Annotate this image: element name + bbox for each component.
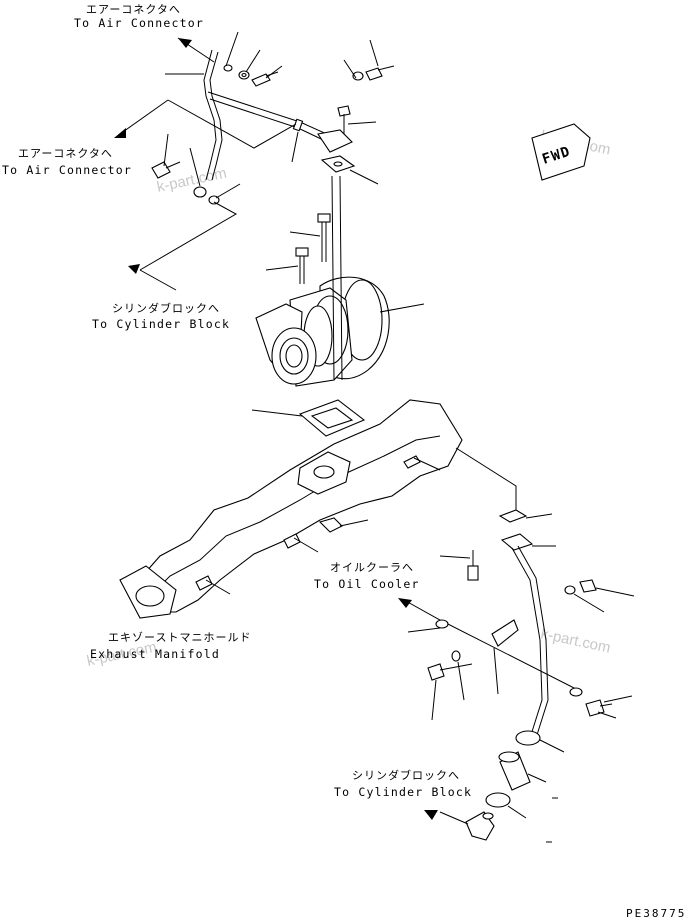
label-air-connector-top-en: To Air Connector	[74, 16, 204, 30]
label-cylinder-block-top-en: To Cylinder Block	[92, 317, 230, 331]
arrow-cylinder-block-top	[128, 264, 140, 274]
drawing-code: PE38775	[626, 907, 686, 920]
label-oil-cooler-jp: オイルクーラへ	[330, 561, 414, 574]
label-air-connector-left-jp: エアーコネクタへ	[18, 147, 113, 160]
label-cylinder-block-bottom-jp: シリンダブロックへ	[352, 768, 460, 782]
air-pipe-assembly	[119, 31, 395, 291]
arrow-air-connector-left	[114, 128, 126, 138]
watermark: k-part.com	[539, 625, 612, 656]
arrow-oil-cooler	[398, 598, 412, 608]
label-oil-cooler-en: To Oil Cooler	[314, 577, 420, 591]
arrow-cylinder-block-bottom	[424, 810, 438, 820]
label-cylinder-block-top-jp: シリンダブロックへ	[112, 301, 220, 315]
turbocharger	[255, 175, 425, 387]
label-exhaust-manifold-jp: エキゾーストマニホールド	[108, 631, 251, 644]
label-exhaust-manifold-en: Exhaust Manifold	[90, 647, 220, 661]
exhaust-manifold	[119, 399, 463, 619]
fwd-indicator: FWD	[531, 123, 591, 181]
label-air-connector-top-jp: エアーコネクタへ	[86, 3, 181, 16]
arrow-air-connector-top	[178, 38, 192, 48]
oil-line-assembly	[403, 447, 635, 843]
label-air-connector-left-en: To Air Connector	[2, 163, 132, 177]
label-cylinder-block-bottom-en: To Cylinder Block	[334, 785, 472, 799]
